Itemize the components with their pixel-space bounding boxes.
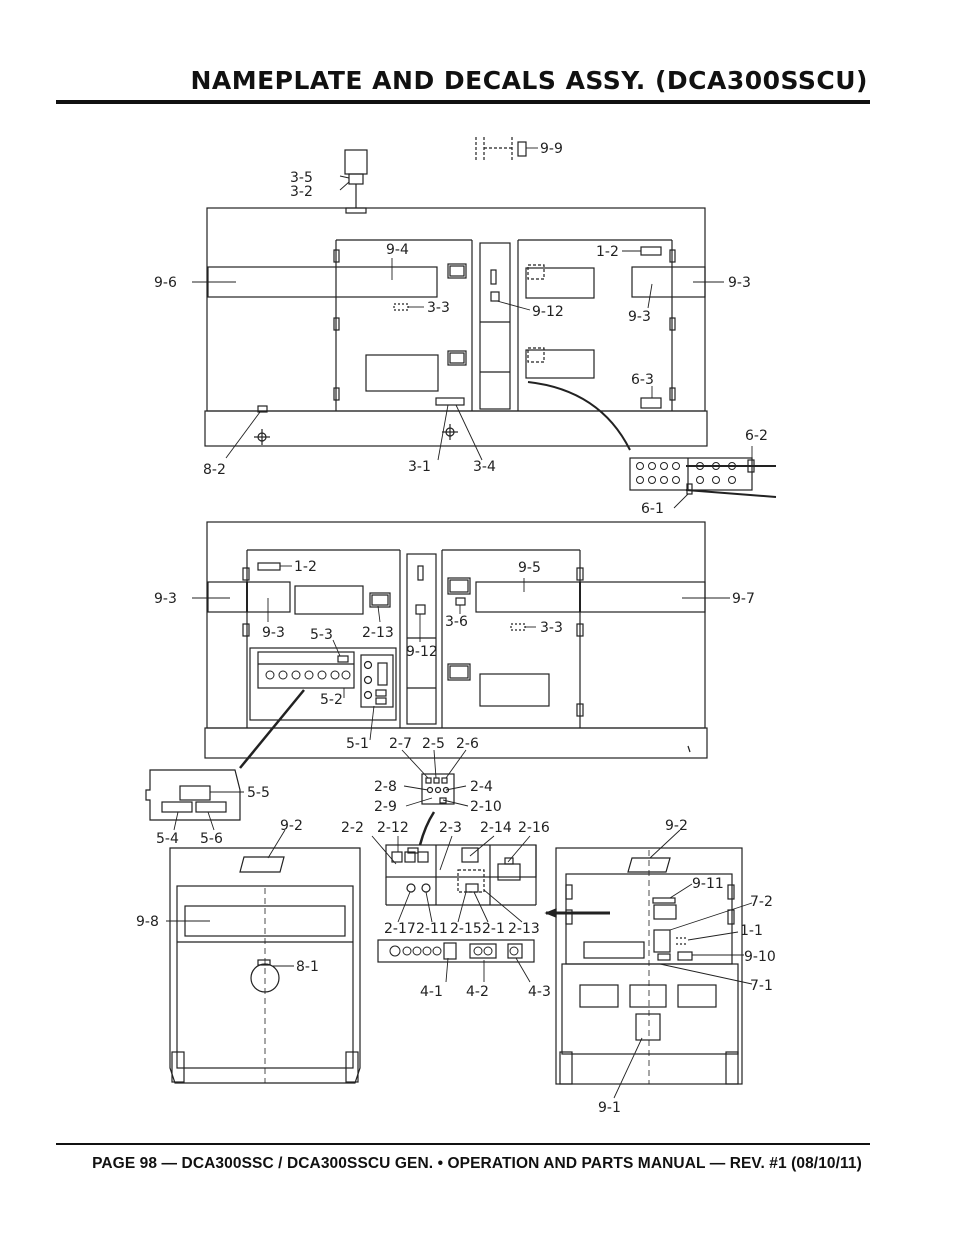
- callout-9-6: 9-6: [154, 275, 177, 291]
- page-title: NAMEPLATE AND DECALS ASSY. (DCA300SSCU): [190, 66, 868, 95]
- callout-2-11: 2-11: [416, 921, 448, 937]
- callout-2-2: 2-2: [341, 820, 364, 836]
- callout-2-5: 2-5: [422, 736, 445, 752]
- callout-9-4: 9-4: [386, 242, 409, 258]
- callout-3-2: 3-2: [290, 184, 313, 200]
- callout-1-1: 1-1: [740, 923, 763, 939]
- callout-9-3: 9-3: [728, 275, 751, 291]
- callout-3-1: 3-1: [408, 459, 431, 475]
- callout-2-8: 2-8: [374, 779, 397, 795]
- callout-2-12: 2-12: [377, 820, 409, 836]
- callout-9-5: 9-5: [518, 560, 541, 576]
- callout-8-2: 8-2: [203, 462, 226, 478]
- callout-2-15: 2-15: [450, 921, 482, 937]
- callout-8-1: 8-1: [296, 959, 319, 975]
- callout-9-12: 9-12: [406, 644, 438, 660]
- callout-5-2: 5-2: [320, 692, 343, 708]
- callout-5-4: 5-4: [156, 831, 179, 847]
- callout-9-10: 9-10: [744, 949, 776, 965]
- callout-9-3: 9-3: [154, 591, 177, 607]
- callout-2-13: 2-13: [508, 921, 540, 937]
- callout-5-5: 5-5: [247, 785, 270, 801]
- callout-2-7: 2-7: [389, 736, 412, 752]
- callout-2-3: 2-3: [439, 820, 462, 836]
- callout-6-2: 6-2: [745, 428, 768, 444]
- callout-9-11: 9-11: [692, 876, 724, 892]
- leader-lines: [166, 147, 753, 1099]
- generator-end-view-right: [555, 847, 743, 1085]
- callout-3-3: 3-3: [427, 300, 450, 316]
- callout-2-16: 2-16: [518, 820, 550, 836]
- callout-9-12: 9-12: [532, 304, 564, 320]
- callout-9-3: 9-3: [262, 625, 285, 641]
- callout-9-7: 9-7: [732, 591, 755, 607]
- callout-1-2: 1-2: [596, 244, 619, 260]
- callout-5-3: 5-3: [310, 627, 333, 643]
- callout-2-4: 2-4: [470, 779, 493, 795]
- callout-2-14: 2-14: [480, 820, 512, 836]
- callout-3-5: 3-5: [290, 170, 313, 186]
- generator-end-view-left: [169, 847, 361, 1084]
- callout-6-3: 6-3: [631, 372, 654, 388]
- callout-2-13: 2-13: [362, 625, 394, 641]
- footer-rule: [56, 1143, 870, 1145]
- callout-4-2: 4-2: [466, 984, 489, 1000]
- callout-4-1: 4-1: [420, 984, 443, 1000]
- generator-side-view-top: [204, 137, 777, 498]
- panel-detail-5: [145, 769, 241, 821]
- callout-7-2: 7-2: [750, 894, 773, 910]
- generator-side-view-middle: [204, 521, 708, 769]
- callout-2-9: 2-9: [374, 799, 397, 815]
- page-footer: PAGE 98 — DCA300SSC / DCA300SSCU GEN. • …: [92, 1155, 862, 1172]
- callout-3-6: 3-6: [445, 614, 468, 630]
- callout-2-1: 2-1: [482, 921, 505, 937]
- callout-9-2: 9-2: [280, 818, 303, 834]
- callout-5-6: 5-6: [200, 831, 223, 847]
- callout-2-17: 2-17: [384, 921, 416, 937]
- callout-7-1: 7-1: [750, 978, 773, 994]
- callout-5-1: 5-1: [346, 736, 369, 752]
- callout-2-10: 2-10: [470, 799, 502, 815]
- callout-6-1: 6-1: [641, 501, 664, 517]
- callout-9-3: 9-3: [628, 309, 651, 325]
- callout-3-3: 3-3: [540, 620, 563, 636]
- callout-1-2: 1-2: [294, 559, 317, 575]
- callout-2-6: 2-6: [456, 736, 479, 752]
- callout-9-2: 9-2: [665, 818, 688, 834]
- header-rule: [56, 100, 870, 104]
- callout-9-1: 9-1: [598, 1100, 621, 1116]
- callout-9-8: 9-8: [136, 914, 159, 930]
- callout-3-4: 3-4: [473, 459, 496, 475]
- callout-4-3: 4-3: [528, 984, 551, 1000]
- callout-9-9: 9-9: [540, 141, 563, 157]
